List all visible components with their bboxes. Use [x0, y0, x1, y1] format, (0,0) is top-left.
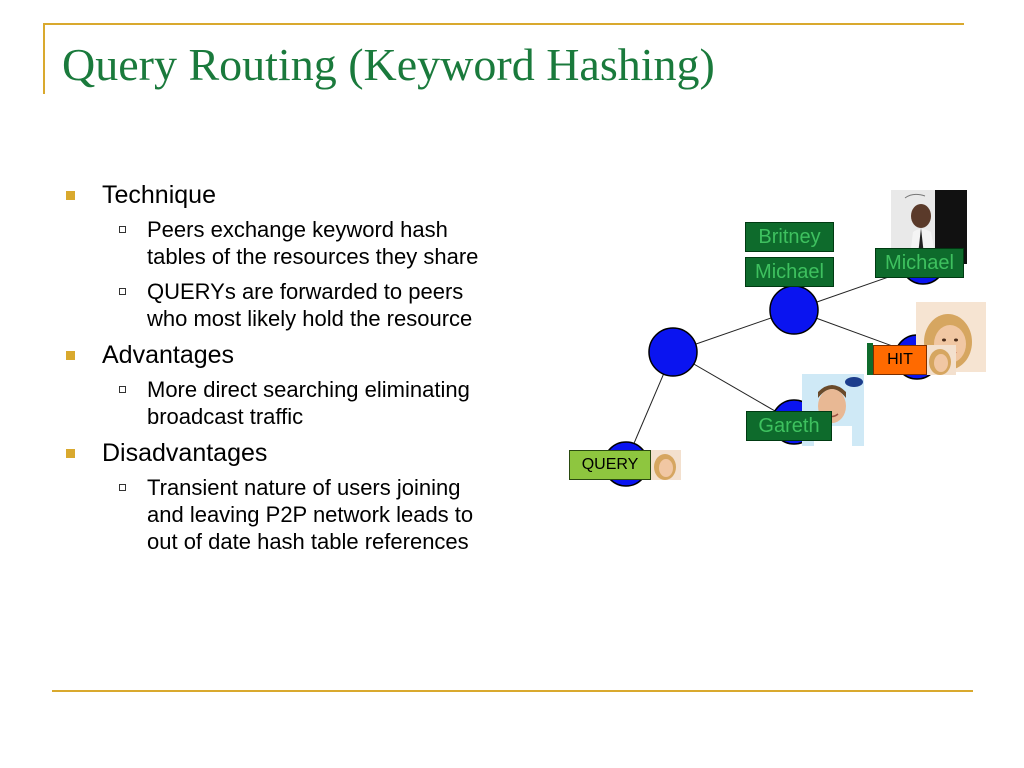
bullet-list: Technique Peers exchange keyword hash ta…: [62, 180, 502, 563]
sub-bullet: Transient nature of users joining and le…: [62, 474, 502, 555]
square-bullet-icon: [66, 449, 75, 458]
gareth-photo: [802, 374, 864, 446]
bullet-technique: Technique: [62, 180, 502, 210]
sub-bullet: QUERYs are forwarded to peers who most l…: [62, 278, 502, 332]
britney-thumbnail-icon: [651, 450, 681, 480]
tag-gareth: Gareth: [746, 411, 832, 441]
query-routing-diagram: Britney Michael Michael Gareth HIT QUERY: [560, 180, 1000, 500]
hollow-square-bullet-icon: [119, 226, 126, 233]
peer-node-hub: [648, 327, 698, 377]
sub-bullet-text: Peers exchange keyword hash tables of th…: [147, 217, 479, 269]
slide-frame-bottom-rule: [52, 690, 973, 692]
sub-bullet: More direct searching eliminating broadc…: [62, 376, 502, 430]
bullet-advantages: Advantages: [62, 340, 502, 370]
peer-node-upper: [769, 285, 819, 335]
slide-frame-top-rule: [43, 23, 964, 25]
sub-bullet-text: More direct searching eliminating broadc…: [147, 377, 470, 429]
hollow-square-bullet-icon: [119, 288, 126, 295]
bullet-disadvantages: Disadvantages: [62, 438, 502, 468]
square-bullet-icon: [66, 191, 75, 200]
hit-tag-edge: [867, 343, 873, 375]
bullet-text: Technique: [102, 181, 216, 209]
hollow-square-bullet-icon: [119, 484, 126, 491]
query-thumbnail: [651, 450, 681, 480]
bullet-text: Disadvantages: [102, 439, 268, 467]
hit-thumbnail: [926, 345, 956, 375]
tag-michael-right: Michael: [875, 248, 964, 278]
query-label: QUERY: [569, 450, 651, 480]
slide-title: Query Routing (Keyword Hashing): [62, 39, 715, 90]
sub-bullet-text: Transient nature of users joining and le…: [147, 475, 474, 554]
hollow-square-bullet-icon: [119, 386, 126, 393]
sub-bullet-text: QUERYs are forwarded to peers who most l…: [147, 279, 473, 331]
tag-michael-left: Michael: [745, 257, 834, 287]
tag-britney: Britney: [745, 222, 834, 252]
britney-thumbnail-icon: [926, 345, 956, 375]
hit-label: HIT: [873, 345, 927, 375]
slide-frame-left-rule: [43, 23, 45, 94]
sub-bullet: Peers exchange keyword hash tables of th…: [62, 216, 502, 270]
square-bullet-icon: [66, 351, 75, 360]
bullet-text: Advantages: [102, 341, 235, 369]
